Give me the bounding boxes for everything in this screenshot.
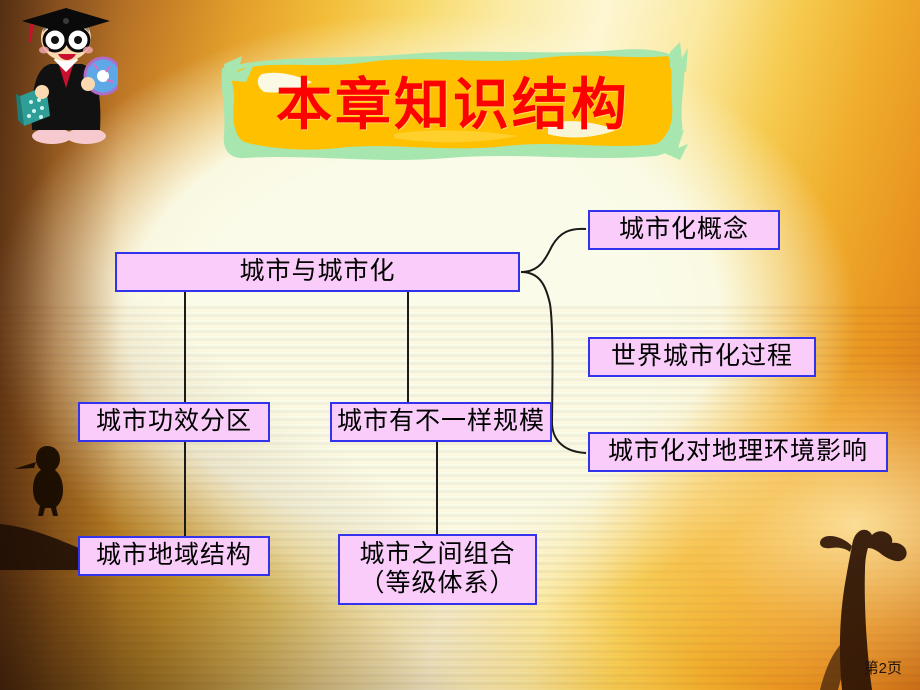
title-banner: 本章知识结构	[218, 38, 688, 163]
graduate-student-clipart	[16, 8, 118, 144]
node-world-urbanization-process[interactable]: 世界城市化过程	[588, 337, 816, 377]
node-urban-regional-structure[interactable]: 城市地域结构	[78, 536, 270, 576]
node-urban-functional-zoning[interactable]: 城市功效分区	[78, 402, 270, 442]
node-cities-different-scales[interactable]: 城市有不一样规模	[330, 402, 552, 442]
page-number: 第2页	[863, 660, 902, 677]
node-city-grouping-hierarchy[interactable]: 城市之间组合 （等级体系）	[338, 534, 537, 605]
node-urbanization-environment-impact[interactable]: 城市化对地理环境影响	[588, 432, 888, 472]
bird-silhouette	[14, 446, 63, 516]
edge-root-to-concept	[520, 227, 587, 273]
node-urbanization-concept[interactable]: 城市化概念	[588, 210, 780, 250]
node-root[interactable]: 城市与城市化	[115, 252, 520, 292]
page-title: 本章知识结构	[276, 75, 630, 137]
tree-branch-silhouette	[820, 529, 907, 690]
